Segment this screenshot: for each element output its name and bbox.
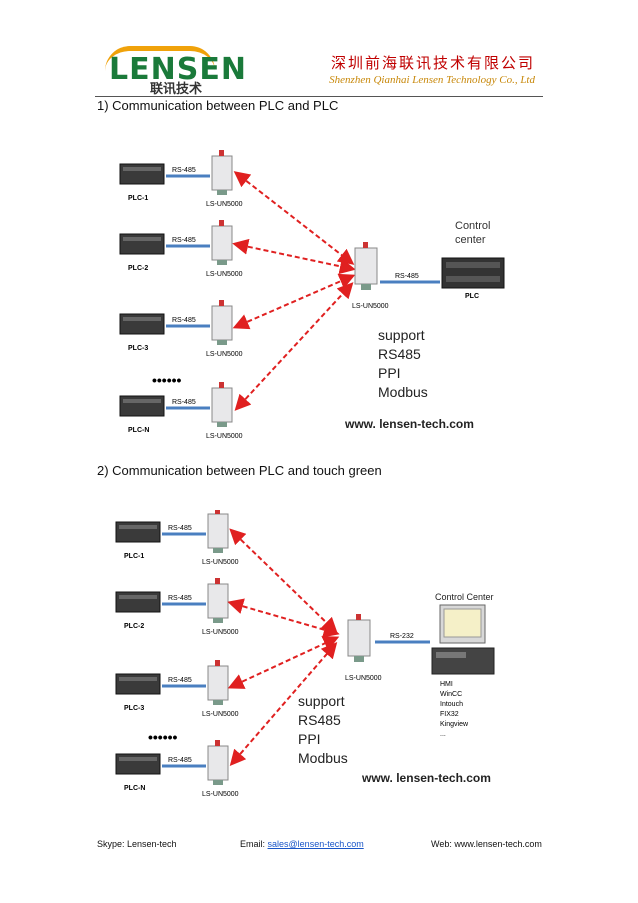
rs485-label: RS-485 bbox=[168, 595, 192, 602]
wireless-link-4 bbox=[234, 282, 354, 411]
module-label: LS-UN5000 bbox=[202, 791, 239, 798]
center-module bbox=[347, 614, 371, 662]
software-hmi: HMI bbox=[440, 681, 453, 688]
support-ppi: PPI bbox=[378, 365, 401, 381]
control-center-title: Control bbox=[455, 220, 490, 232]
wireless-link-1 bbox=[233, 171, 355, 265]
module-label: LS-UN5000 bbox=[206, 271, 243, 278]
center-link-label: RS-232 bbox=[390, 633, 414, 640]
rs485-label: RS-485 bbox=[172, 317, 196, 324]
control-center-title-2: center bbox=[455, 234, 486, 246]
plc-label: PLC-2 bbox=[128, 265, 148, 272]
wireless-link-2 bbox=[227, 598, 340, 638]
support-rs485: RS485 bbox=[378, 346, 421, 362]
footer-email-label: Email: bbox=[240, 839, 266, 849]
center-plc bbox=[441, 257, 505, 289]
footer-email: Email: sales@lensen-tech.com bbox=[240, 839, 364, 849]
website-url: www. lensen-tech.com bbox=[344, 417, 474, 431]
section2-title: 2) Communication between PLC and touch g… bbox=[97, 463, 382, 478]
rs485-label: RS-485 bbox=[168, 525, 192, 532]
plc-label: PLC-2 bbox=[124, 623, 144, 630]
email-link[interactable]: sales@lensen-tech.com bbox=[267, 839, 364, 849]
plc-label: PLC-N bbox=[128, 427, 149, 434]
software-kingview: Kingview bbox=[440, 721, 469, 728]
support-modbus: Modbus bbox=[378, 384, 428, 400]
company-name-en: Shenzhen Qianhai Lensen Technology Co., … bbox=[329, 74, 535, 86]
module-label: LS-UN5000 bbox=[202, 711, 239, 718]
header-divider bbox=[95, 96, 543, 97]
wireless-link-1 bbox=[229, 528, 338, 634]
module-label: LS-UN5000 bbox=[202, 559, 239, 566]
plc-label: PLC-3 bbox=[128, 345, 148, 352]
module-label: LS-UN5000 bbox=[202, 629, 239, 636]
center-module-label: LS-UN5000 bbox=[352, 303, 389, 310]
logo-swoosh bbox=[105, 46, 215, 71]
plc-label: PLC-1 bbox=[124, 553, 144, 560]
wireless-link-4 bbox=[229, 641, 338, 767]
rs485-label: RS-485 bbox=[172, 399, 196, 406]
support-label: support bbox=[378, 327, 425, 343]
plc-label: PLC-1 bbox=[128, 195, 148, 202]
module-label: LS-UN5000 bbox=[206, 351, 243, 358]
software-more: ... bbox=[440, 731, 446, 738]
support-ppi: PPI bbox=[298, 731, 321, 747]
logo-subtitle: 联讯技术 bbox=[150, 82, 203, 97]
footer-skype: Skype: Lensen-tech bbox=[97, 839, 177, 849]
control-center-title: Control Center bbox=[435, 592, 494, 602]
rs485-label: RS-485 bbox=[172, 237, 196, 244]
diagram-plc-to-plc: PLC-1RS-485LS-UN5000PLC-2RS-485LS-UN5000… bbox=[119, 150, 505, 440]
software-fix32: FIX32 bbox=[440, 711, 459, 718]
module-label: LS-UN5000 bbox=[206, 433, 243, 440]
module-label: LS-UN5000 bbox=[206, 201, 243, 208]
footer-web: Web: www.lensen-tech.com bbox=[431, 839, 542, 849]
plc-label: PLC-N bbox=[124, 785, 145, 792]
rs485-label: RS-485 bbox=[172, 167, 196, 174]
rs485-label: RS-485 bbox=[168, 677, 192, 684]
more-dots: •••••• bbox=[152, 372, 182, 388]
more-dots: •••••• bbox=[148, 729, 178, 745]
support-label: support bbox=[298, 693, 345, 709]
center-module bbox=[354, 242, 378, 290]
diagram-plc-to-touch: PLC-1RS-485LS-UN5000PLC-2RS-485LS-UN5000… bbox=[115, 510, 495, 798]
logo: LENSEN bbox=[109, 52, 247, 87]
section1-title: 1) Communication between PLC and PLC bbox=[97, 98, 339, 113]
support-modbus: Modbus bbox=[298, 750, 348, 766]
software-intouch: Intouch bbox=[440, 701, 463, 708]
wireless-link-2 bbox=[232, 238, 356, 275]
page-header: LENSEN 联讯技术 深圳前海联讯技术有限公司 Shenzhen Qianha… bbox=[95, 38, 543, 97]
computer-workstation bbox=[431, 604, 495, 675]
wireless-link-3 bbox=[232, 273, 356, 330]
rs485-label: RS-485 bbox=[168, 757, 192, 764]
center-link-label: RS-485 bbox=[395, 273, 419, 280]
plc-label: PLC-3 bbox=[124, 705, 144, 712]
software-wincc: WinCC bbox=[440, 691, 462, 698]
company-name-cn: 深圳前海联讯技术有限公司 bbox=[330, 54, 535, 72]
center-module-label: LS-UN5000 bbox=[345, 675, 382, 682]
support-rs485: RS485 bbox=[298, 712, 341, 728]
website-url: www. lensen-tech.com bbox=[361, 771, 491, 785]
wireless-link-3 bbox=[227, 636, 340, 689]
center-plc-label: PLC bbox=[465, 293, 479, 300]
